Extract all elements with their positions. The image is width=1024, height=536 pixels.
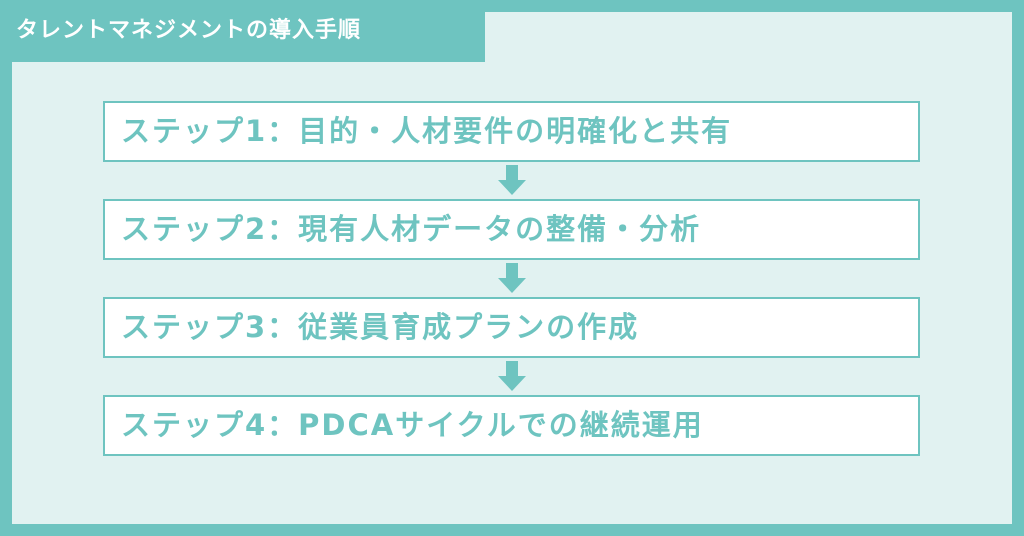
step-4-box: ステップ4：PDCAサイクルでの継続運用 — [103, 395, 920, 456]
arrow-2-to-3 — [103, 260, 920, 297]
down-arrow-icon — [498, 361, 526, 391]
step-1-box: ステップ1：目的・人材要件の明確化と共有 — [103, 101, 920, 162]
arrow-3-to-4 — [103, 358, 920, 395]
diagram-title: タレントマネジメントの導入手順 — [0, 0, 485, 62]
arrow-1-to-2 — [103, 162, 920, 199]
down-arrow-icon — [498, 263, 526, 293]
step-2-box: ステップ2：現有人材データの整備・分析 — [103, 199, 920, 260]
step-3-box: ステップ3：従業員育成プランの作成 — [103, 297, 920, 358]
steps-flow: ステップ1：目的・人材要件の明確化と共有 ステップ2：現有人材データの整備・分析… — [103, 101, 920, 456]
down-arrow-icon — [498, 165, 526, 195]
